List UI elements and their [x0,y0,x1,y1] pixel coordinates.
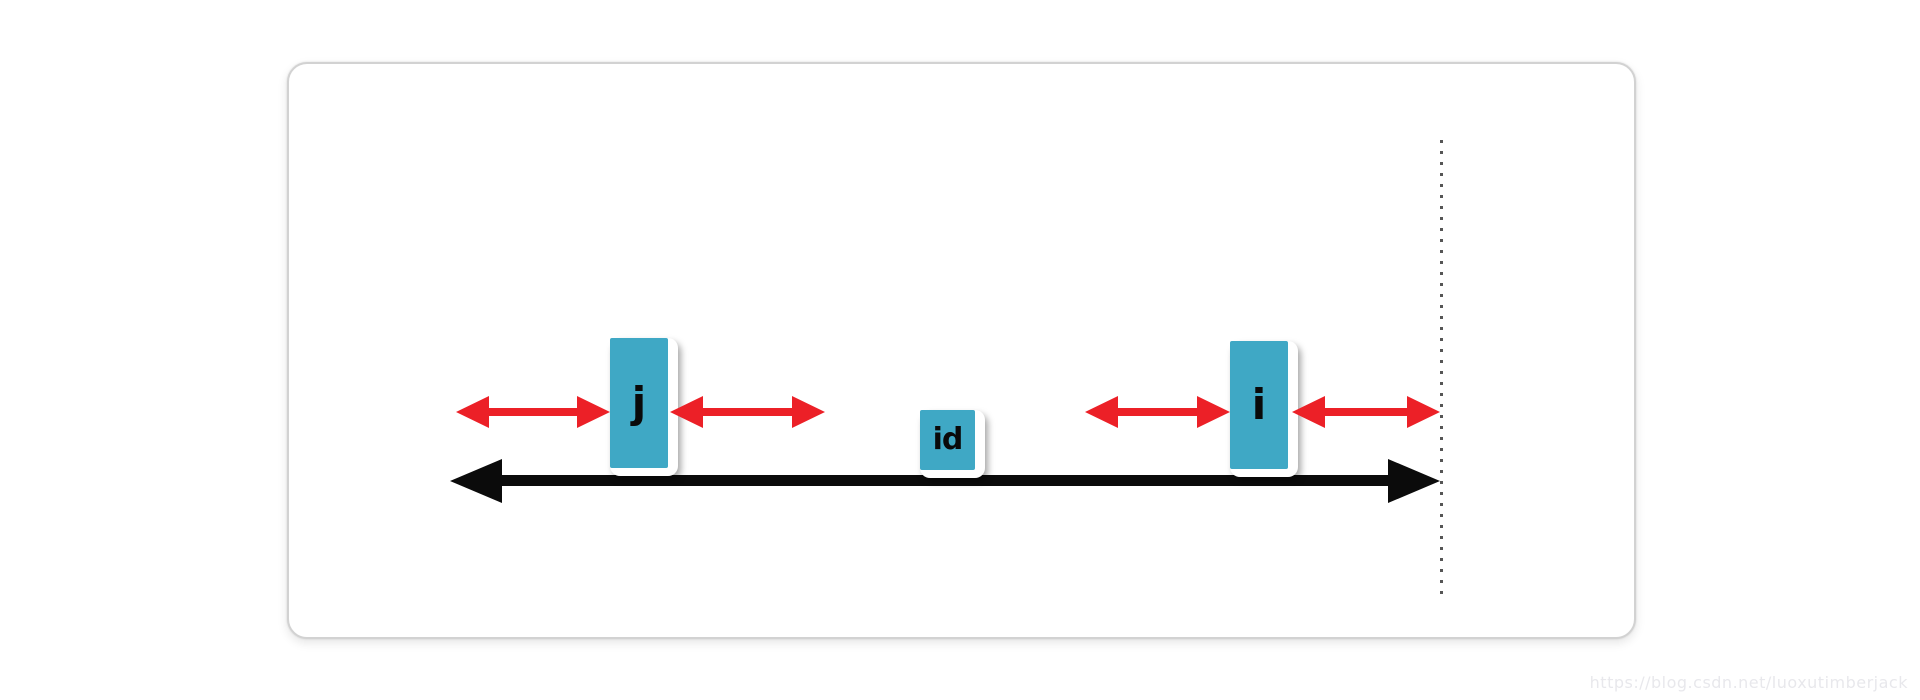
arrow-shaft [482,408,584,416]
pointer-block-j: j [610,338,678,476]
arrowhead-right-icon [577,396,610,428]
pointer-block-i-fill: i [1230,341,1288,469]
arrow-shaft [696,408,799,416]
arrowhead-right-icon [1407,396,1440,428]
pointer-label-i: i [1251,380,1267,429]
pointer-block-id-fill: id [920,410,975,470]
pointer-label-j: j [631,378,647,427]
arrowhead-right-icon [1197,396,1230,428]
pointer-label-id: id [932,422,964,457]
dotted-boundary-line [1440,140,1443,600]
arrow-shaft [1318,408,1414,416]
red-double-arrow-right-of-j [670,396,825,428]
axis-shaft [490,475,1400,486]
pointer-block-j-fill: j [610,338,668,468]
arrowhead-right-icon [792,396,825,428]
axis-double-arrow [450,459,1440,503]
arrowhead-right-icon [1388,459,1440,503]
red-double-arrow-left-of-j [456,396,610,428]
red-double-arrow-left-of-i [1085,396,1230,428]
pointer-block-i: i [1230,341,1298,477]
diagram-card: j id i [287,62,1636,639]
pointer-block-id: id [920,410,985,478]
arrow-shaft [1111,408,1204,416]
watermark-text: https://blog.csdn.net/luoxutimberjack [1589,673,1908,692]
red-double-arrow-right-of-i [1292,396,1440,428]
